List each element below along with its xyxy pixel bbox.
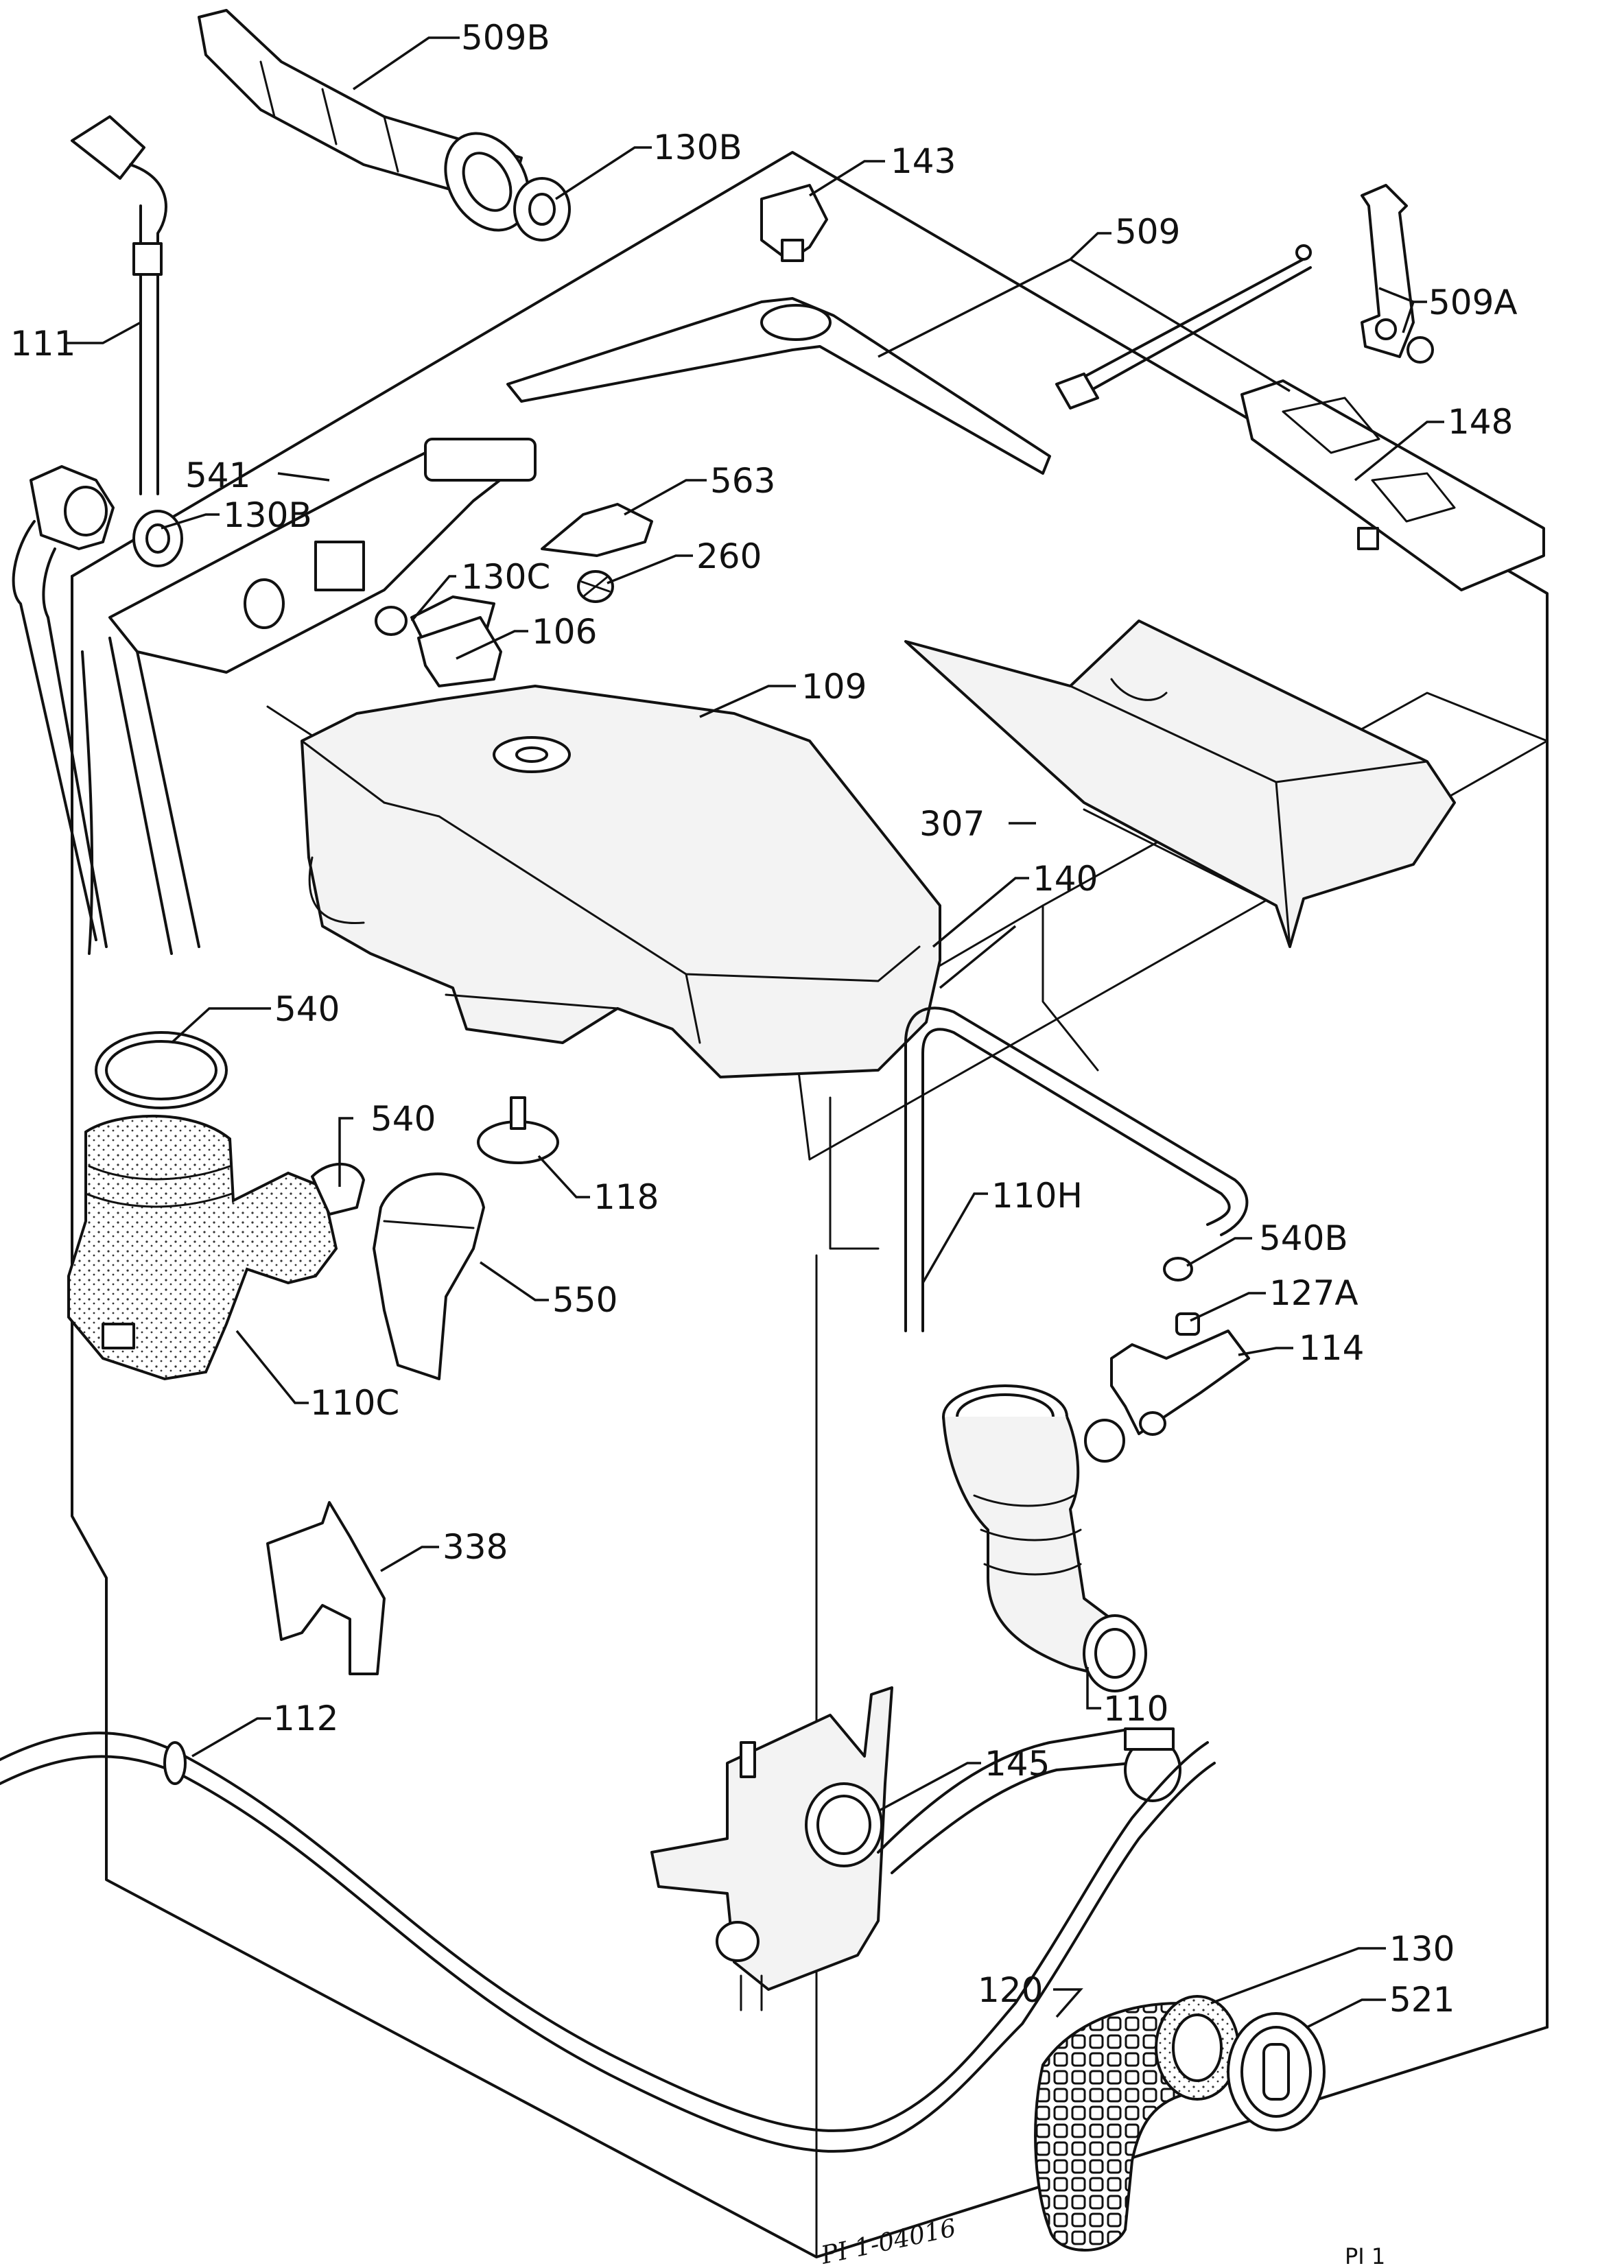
part-130-seal-ring <box>1155 1995 1240 2101</box>
leader-lines <box>65 36 1444 2029</box>
label-110h: 110H <box>991 1176 1083 1216</box>
part-338-clip <box>266 1501 386 1675</box>
label-338: 338 <box>443 1527 508 1567</box>
part-110h-hose <box>904 1006 1249 1332</box>
label-109: 109 <box>801 667 867 707</box>
label-145: 145 <box>985 1744 1050 1784</box>
label-143: 143 <box>891 141 956 181</box>
sheet-label: PI 1 <box>1345 2243 1385 2268</box>
part-540-clamp-mid <box>311 1162 365 1216</box>
label-509a: 509A <box>1428 283 1518 322</box>
part-112-drain-hose <box>0 1732 1216 2153</box>
label-140: 140 <box>1033 859 1098 899</box>
label-509: 509 <box>1115 212 1180 252</box>
label-112: 112 <box>273 1699 338 1738</box>
part-540b-clamp <box>1163 1257 1193 1281</box>
part-110c-sump-hose <box>67 1114 338 1381</box>
part-114-connector <box>1110 1330 1250 1436</box>
part-143 <box>760 184 828 262</box>
part-307-drawer <box>904 619 1456 948</box>
part-260-spring <box>577 570 614 603</box>
part-145-pump-housing <box>650 1686 893 2011</box>
part-563-cover <box>541 503 653 557</box>
part-541-bracket <box>81 438 537 955</box>
part-509a-arm <box>1361 184 1434 364</box>
label-106: 106 <box>532 612 597 652</box>
label-130b-mid: 130B <box>223 495 312 535</box>
part-540-clamp-ring-top <box>95 1031 228 1109</box>
label-130b-top: 130B <box>653 128 742 167</box>
label-509b: 509B <box>461 18 550 58</box>
part-corrugated-drain-hose <box>877 1727 1181 1874</box>
label-540-top: 540 <box>274 989 340 1029</box>
part-550-bracket <box>373 1172 485 1380</box>
label-110: 110 <box>1103 1689 1168 1729</box>
part-118-gear <box>477 1096 559 1164</box>
part-130b-top-washer <box>513 177 571 241</box>
label-260: 260 <box>696 536 762 576</box>
label-521: 521 <box>1389 1980 1455 2020</box>
label-541: 541 <box>185 456 250 495</box>
label-550: 550 <box>552 1280 617 1320</box>
part-127a-nozzle <box>1175 1312 1200 1336</box>
part-521-cap <box>1227 2012 1326 2131</box>
part-148-dispenser-front <box>1240 379 1545 591</box>
drawing-code: PI 1-04016 <box>818 2214 958 2268</box>
label-148: 148 <box>1448 402 1513 442</box>
label-120: 120 <box>978 1970 1043 2010</box>
label-130c: 130C <box>461 557 550 597</box>
label-127a: 127A <box>1269 1273 1358 1313</box>
label-118: 118 <box>593 1177 659 1217</box>
part-111-inlet-hose <box>71 115 167 495</box>
label-114: 114 <box>1299 1328 1364 1368</box>
label-563: 563 <box>710 461 775 501</box>
part-110-sump-bellow <box>942 1384 1147 1692</box>
label-111: 111 <box>10 324 75 364</box>
label-540b: 540B <box>1259 1218 1348 1258</box>
label-110c: 110C <box>310 1383 399 1423</box>
part-509b-inlet-hose <box>198 9 530 232</box>
part-106-clip <box>417 616 502 687</box>
label-540-mid: 540 <box>370 1099 436 1139</box>
label-130: 130 <box>1389 1929 1455 1969</box>
part-109-dispenser-housing <box>301 685 941 1078</box>
part-509-lever <box>506 244 1312 475</box>
label-307: 307 <box>919 804 985 844</box>
